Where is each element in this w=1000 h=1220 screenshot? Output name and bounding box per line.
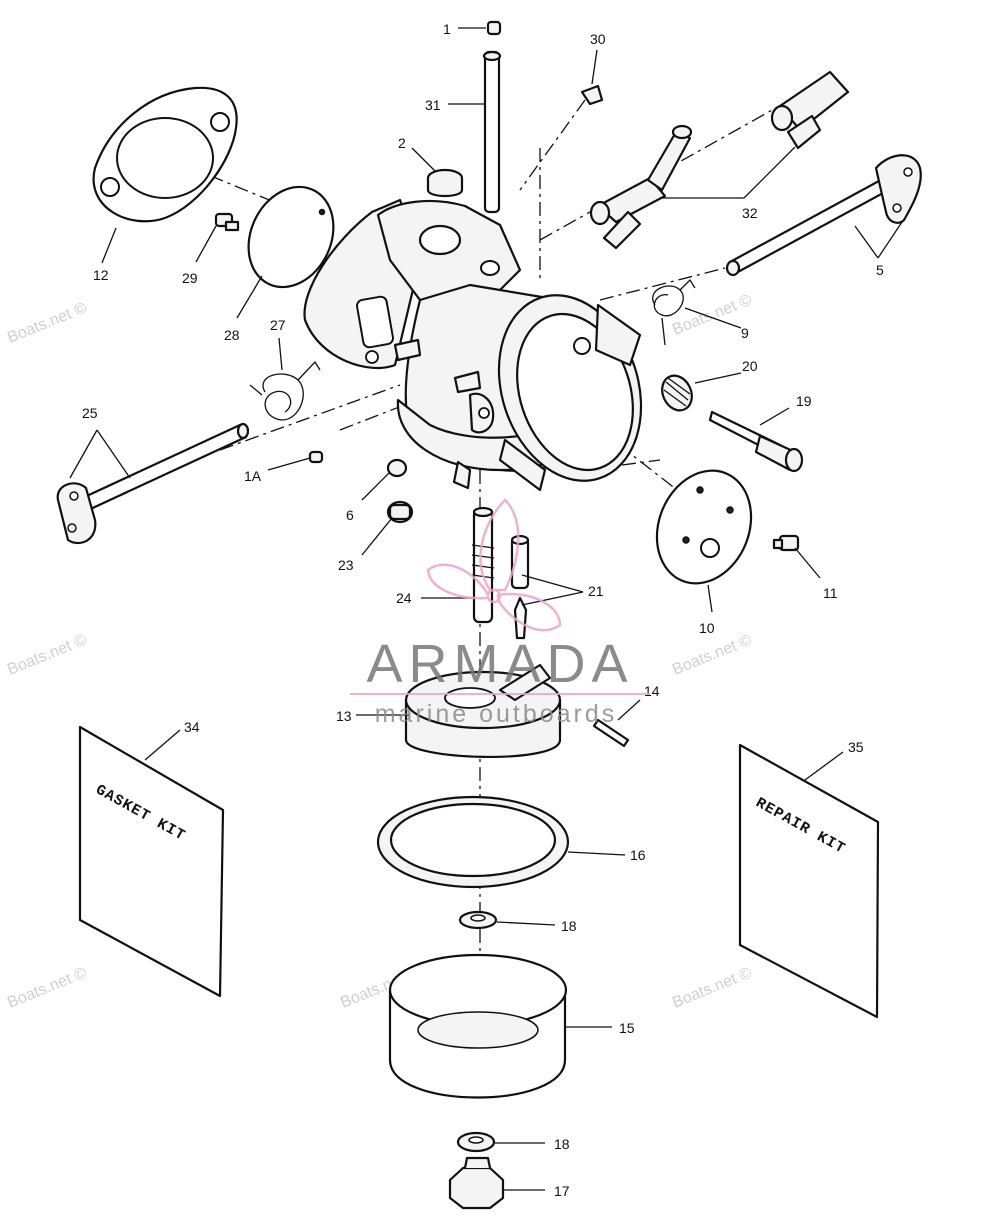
plug-part	[580, 84, 604, 106]
site-watermark: Boats.net ©	[670, 631, 754, 678]
cover-plate	[655, 469, 753, 585]
needle-and-seat	[471, 506, 530, 640]
spring-part-27	[249, 360, 321, 421]
screw-part	[214, 212, 240, 232]
callout-14: 14	[644, 683, 660, 699]
brand-watermark: ARMADA marine outboards	[350, 498, 650, 728]
fuel-fitting	[589, 70, 850, 250]
carburetor-body	[303, 198, 643, 492]
callout-16: 16	[630, 847, 646, 863]
rod-part	[482, 50, 502, 214]
drain-nut	[448, 1156, 505, 1210]
diaphragm-disc	[247, 185, 335, 289]
callout-1a: 1A	[244, 468, 262, 484]
callout-21: 21	[588, 583, 604, 599]
spring-part-9	[652, 278, 696, 346]
needle-screw	[708, 410, 804, 473]
callout-17: 17	[554, 1183, 570, 1199]
callout-11: 11	[823, 585, 838, 601]
callout-27: 27	[270, 317, 286, 333]
small-parts	[308, 450, 414, 524]
callouts: 1 30 31 2 32 12 29 28 5 27 9 20 19 25 1A…	[82, 21, 884, 1199]
spring-part-20	[661, 374, 693, 412]
gasket-kit: GASKET KIT	[78, 725, 225, 998]
callout-35: 35	[848, 739, 864, 755]
callout-18-bottom: 18	[554, 1136, 570, 1152]
callout-20: 20	[742, 358, 758, 374]
propeller-logo	[426, 498, 562, 632]
brand-tagline: marine outboards	[375, 700, 618, 728]
screw-part-11	[772, 534, 800, 552]
nut-small	[486, 20, 502, 36]
callout-18-top: 18	[561, 918, 577, 934]
callout-5: 5	[876, 262, 884, 278]
callout-31: 31	[425, 97, 441, 113]
bowl-gasket	[376, 795, 570, 889]
gasket-part	[92, 86, 238, 223]
callout-2: 2	[398, 135, 406, 151]
brand-name: ARMADA	[366, 634, 633, 694]
callout-10: 10	[699, 620, 715, 636]
callout-23: 23	[338, 557, 354, 573]
throttle-shaft	[725, 154, 922, 277]
callout-19: 19	[796, 393, 812, 409]
callout-25: 25	[82, 405, 98, 421]
float-part	[404, 663, 562, 759]
choke-shaft	[56, 422, 250, 545]
callout-28: 28	[224, 327, 240, 343]
callout-29: 29	[182, 270, 198, 286]
washer-bottom	[456, 1131, 496, 1153]
callout-24: 24	[396, 590, 412, 606]
callout-6: 6	[346, 507, 354, 523]
callout-1: 1	[443, 21, 451, 37]
float-bowl	[388, 953, 568, 1099]
callout-30: 30	[590, 31, 606, 47]
site-watermark: Boats.net ©	[5, 964, 89, 1011]
washer-top	[458, 910, 498, 930]
cup-plug	[426, 168, 464, 198]
callout-15: 15	[619, 1020, 635, 1036]
repair-kit: REPAIR KIT	[738, 743, 880, 1019]
float-pin	[592, 718, 630, 748]
callout-12: 12	[93, 267, 109, 283]
callout-34: 34	[184, 719, 200, 735]
leader-lines	[69, 27, 903, 1191]
site-watermark: Boats.net ©	[5, 299, 89, 346]
callout-13: 13	[336, 708, 352, 724]
callout-32: 32	[742, 205, 758, 221]
site-watermark: Boats.net ©	[5, 631, 89, 678]
callout-9: 9	[741, 325, 749, 341]
site-watermark: Boats.net ©	[670, 964, 754, 1011]
